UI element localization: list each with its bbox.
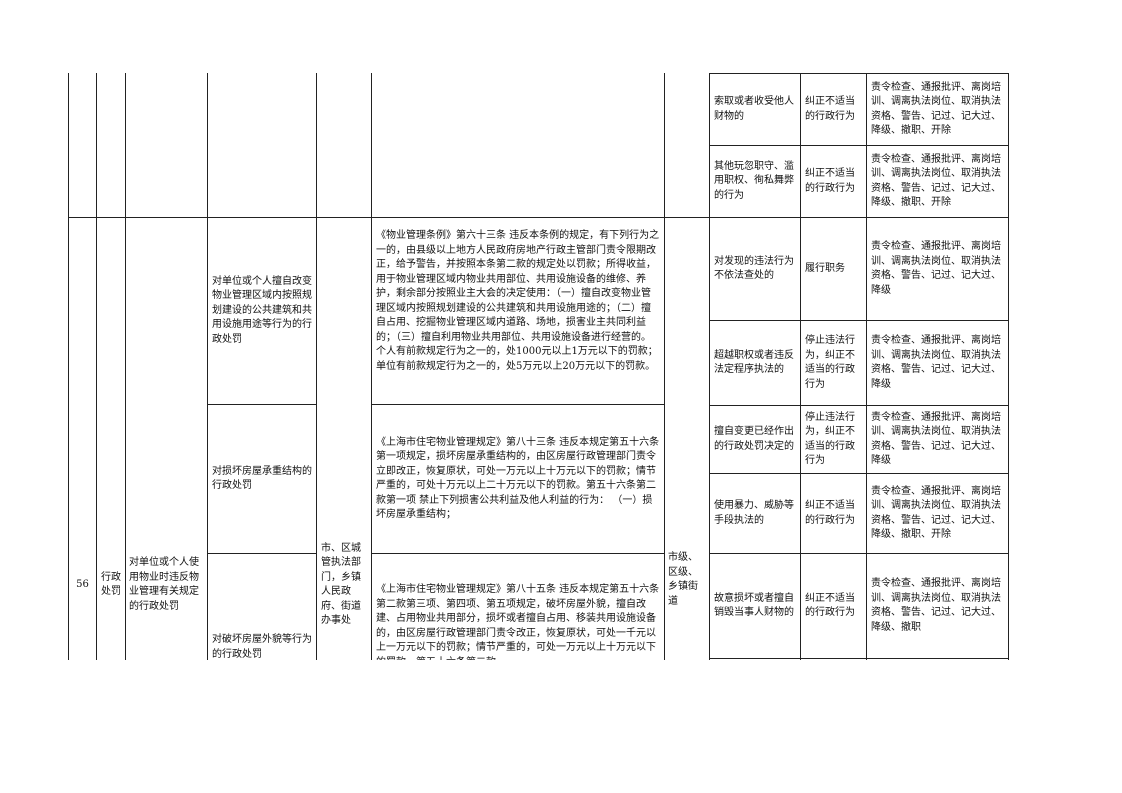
- resp-handling-cell: 停止违法行为，纠正不适当的行政行为: [801, 406, 866, 473]
- grid-line: [800, 73, 801, 660]
- grid-line: [709, 73, 1008, 74]
- resp-subject: 市级、区级、乡镇街道: [668, 552, 698, 607]
- grid-line: [371, 73, 372, 660]
- grid-line: [709, 658, 1008, 659]
- resp-situation: 对发现的违法行为不依法查处的: [714, 255, 794, 282]
- implementer-cell: 市、区城管执法部门，乡镇人民政府、街道办事处: [317, 530, 371, 640]
- resp-handling: 履行职务: [805, 262, 845, 274]
- resp-accountability: 责令检查、通报批评、离岗培训、调离执法岗位、取消执法资格、警告、记过、记大过、降…: [871, 241, 1001, 296]
- resp-situation-cell: 索取或者收受他人财物的: [710, 74, 800, 145]
- legal-basis-cell: 《上海市住宅物业管理规定》第八十三条 违反本规定第五十六条第一项规定，损坏房屋承…: [372, 405, 664, 553]
- grid-line: [207, 553, 316, 554]
- resp-handling: 纠正不适当的行政行为: [805, 500, 855, 526]
- sub-item-name-cell: 对破坏房屋外貌等行为的行政处罚: [208, 633, 316, 660]
- resp-situation-cell: 超越职权或者违反法定程序执法的: [710, 321, 800, 405]
- resp-accountability-cell: 责令检查、通报批评、离岗培训、调离执法岗位、取消执法资格、警告、记过、记大过、降…: [867, 146, 1008, 217]
- grid-line: [316, 73, 317, 660]
- resp-situation-cell: 故意损坏或者擅自销毁当事人财物的: [710, 554, 800, 658]
- resp-accountability-cell: 责令检查、通报批评、离岗培训、调离执法岗位、取消执法资格、警告、记过、记大过、降…: [867, 74, 1008, 145]
- resp-situation: 故意损坏或者擅自销毁当事人财物的: [714, 592, 794, 619]
- resp-handling-cell: 纠正不适当的行政行为: [801, 74, 866, 145]
- resp-accountability: 责令检查、通报批评、离岗培训、调离执法岗位、取消执法资格、警告、记过、记大过、降…: [871, 81, 1001, 137]
- grid-line: [68, 73, 69, 660]
- resp-situation: 擅自变更已经作出的行政处罚决定的: [714, 426, 794, 452]
- seq-number: 56: [76, 578, 89, 590]
- resp-handling-cell: 纠正不适当的行政行为: [801, 554, 866, 658]
- resp-handling-cell: 纠正不适当的行政行为: [801, 146, 866, 217]
- resp-accountability-cell: 责令检查、通报批评、离岗培训、调离执法岗位、取消执法资格、警告、记过、记大过、降…: [867, 554, 1008, 658]
- grid-line: [1008, 73, 1009, 660]
- resp-accountability: 责令检查、通报批评、离岗培训、调离执法岗位、取消执法资格、警告、记过、记大过、降…: [871, 578, 1001, 633]
- grid-line: [125, 73, 126, 660]
- resp-accountability-cell: 责令检查、通报批评、离岗培训、调离执法岗位、取消执法资格、警告、记过、记大过、降…: [867, 406, 1008, 473]
- resp-handling-cell: 纠正不适当的行政行为: [801, 474, 866, 553]
- resp-situation: 超越职权或者违反法定程序执法的: [714, 349, 794, 376]
- item-name-cell: 对单位或个人使用物业时违反物业管理有关规定的行政处罚: [126, 535, 207, 635]
- resp-handling: 纠正不适当的行政行为: [805, 168, 855, 194]
- grid-line: [371, 553, 664, 554]
- resp-situation: 使用暴力、威胁等手段执法的: [714, 500, 794, 526]
- legal-basis: 《上海市住宅物业管理规定》第八十三条 违反本规定第五十六条第一项规定，损坏房屋承…: [376, 436, 660, 521]
- legal-basis-cell: 《物业管理条例》第六十三条 违反本条例的规定，有下列行为之一的，由县级以上地方人…: [372, 229, 664, 402]
- resp-handling: 纠正不适当的行政行为: [805, 592, 855, 619]
- resp-handling: 停止违法行为，纠正不适当的行政行为: [805, 335, 855, 390]
- grid-line: [709, 553, 1008, 554]
- resp-handling-cell: 停止违法行为，纠正不适当的行政行为: [801, 321, 866, 405]
- sub-item-name: 对损坏房屋承重结构的行政处罚: [212, 465, 312, 492]
- resp-situation: 索取或者收受他人财物的: [714, 96, 794, 122]
- category: 行政处罚: [101, 571, 121, 598]
- sub-item-name-cell: 对损坏房屋承重结构的行政处罚: [208, 405, 316, 553]
- grid-line: [207, 73, 208, 660]
- resp-accountability-cell: 责令检查、通报批评、离岗培训、调离执法岗位、取消执法资格、警告、记过、记大过、降…: [867, 218, 1008, 320]
- grid-line: [96, 73, 97, 660]
- category-cell: 行政处罚: [97, 555, 125, 615]
- legal-basis: 《上海市住宅物业管理规定》第八十五条 违反本规定第五十六条第二款第三项、第四项、…: [376, 584, 660, 660]
- legal-basis-cell: 《上海市住宅物业管理规定》第八十五条 违反本规定第五十六条第二款第三项、第四项、…: [372, 583, 664, 660]
- grid-line: [207, 404, 316, 405]
- resp-handling-cell: 履行职务: [801, 218, 866, 320]
- grid-line: [866, 73, 867, 660]
- resp-situation-cell: 擅自变更已经作出的行政处罚决定的: [710, 406, 800, 473]
- resp-accountability-cell: 责令检查、通报批评、离岗培训、调离执法岗位、取消执法资格、警告、记过、记大过、降…: [867, 474, 1008, 553]
- resp-situation-cell: 使用暴力、威胁等手段执法的: [710, 474, 800, 553]
- resp-situation: 其他玩忽职守、滥用职权、徇私舞弊的行为: [714, 160, 794, 201]
- grid-line: [709, 405, 1008, 406]
- item-name: 对单位或个人使用物业时违反物业管理有关规定的行政处罚: [129, 557, 199, 612]
- implementer: 市、区城管执法部门，乡镇人民政府、街道办事处: [321, 542, 361, 627]
- resp-situation-cell: 其他玩忽职守、滥用职权、徇私舞弊的行为: [710, 146, 800, 217]
- sub-item-name: 对破坏房屋外貌等行为的行政处罚: [212, 634, 312, 660]
- grid-line: [68, 217, 1008, 218]
- resp-accountability: 责令检查、通报批评、离岗培训、调离执法岗位、取消执法资格、警告、记过、记大过、降…: [871, 335, 1001, 390]
- grid-line: [664, 73, 665, 660]
- resp-accountability-cell: 责令检查、通报批评、离岗培训、调离执法岗位、取消执法资格、警告、记过、记大过、降…: [867, 321, 1008, 405]
- resp-handling: 停止违法行为，纠正不适当的行政行为: [805, 411, 855, 467]
- sub-item-name-cell: 对单位或个人擅自改变物业管理区域内按照规划建设的公共建筑和共用设施用途等行为的行…: [208, 218, 316, 404]
- resp-handling: 纠正不适当的行政行为: [805, 96, 855, 122]
- resp-accountability: 责令检查、通报批评、离岗培训、调离执法岗位、取消执法资格、警告、记过、记大过、降…: [871, 485, 1001, 541]
- seq-number-cell: 56: [69, 540, 96, 630]
- grid-line: [709, 73, 710, 660]
- grid-line: [709, 320, 1008, 321]
- resp-accountability: 责令检查、通报批评、离岗培训、调离执法岗位、取消执法资格、警告、记过、记大过、降…: [871, 153, 1001, 209]
- grid-line: [709, 145, 1008, 146]
- resp-situation-cell: 对发现的违法行为不依法查处的: [710, 218, 800, 320]
- sub-item-name: 对单位或个人擅自改变物业管理区域内按照规划建设的公共建筑和共用设施用途等行为的行…: [212, 275, 312, 345]
- grid-line: [709, 473, 1008, 474]
- grid-line: [371, 404, 664, 405]
- resp-accountability: 责令检查、通报批评、离岗培训、调离执法岗位、取消执法资格、警告、记过、记大过、降…: [871, 411, 1001, 467]
- legal-basis: 《物业管理条例》第六十三条 违反本条例的规定，有下列行为之一的，由县级以上地方人…: [376, 230, 660, 372]
- resp-subject-cell: 市级、区级、乡镇街道: [665, 545, 709, 615]
